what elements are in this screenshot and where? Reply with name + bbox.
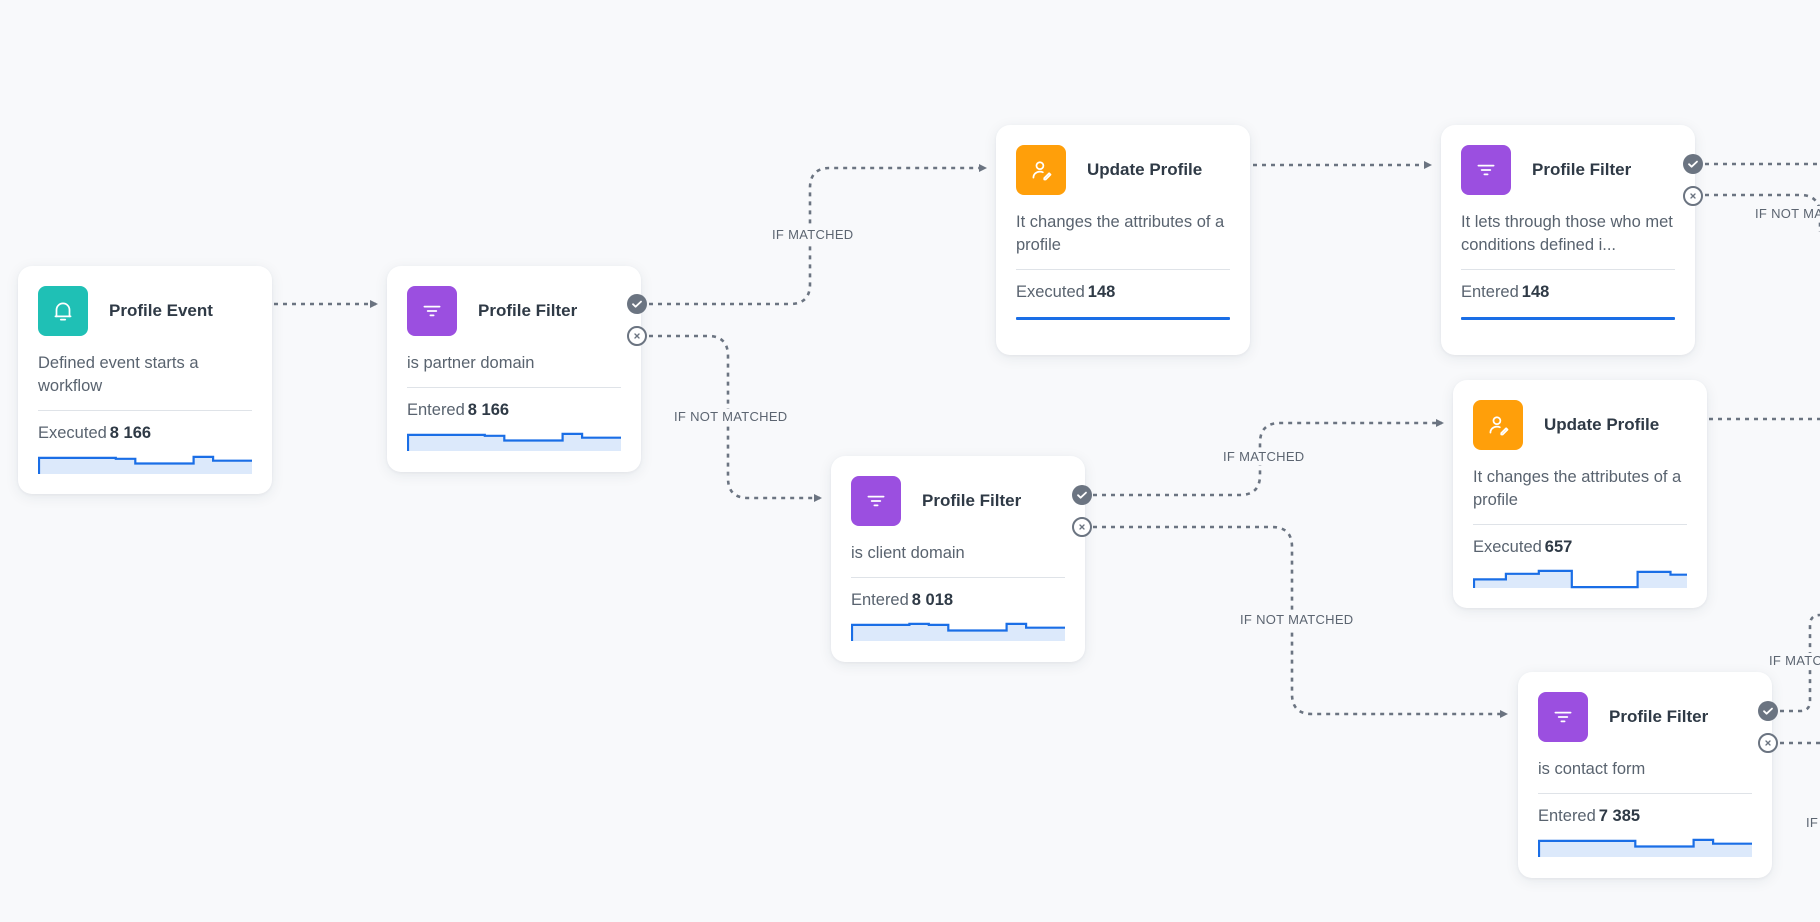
node-profile-event[interactable]: Profile Event Defined event starts a wor… — [18, 266, 272, 494]
stat-value: 148 — [1087, 283, 1116, 301]
node-title: Profile Filter — [1532, 160, 1632, 179]
activity-sparkline — [1473, 569, 1687, 589]
divider — [1461, 269, 1675, 270]
filter-icon — [851, 476, 901, 526]
label-if-not-matched-client: IF NOT MATCHED — [1237, 612, 1357, 628]
sparkline-line — [38, 455, 252, 474]
node-title: Update Profile — [1544, 415, 1660, 434]
not-matched-port[interactable] — [1683, 186, 1703, 206]
sparkline-line — [407, 432, 621, 451]
sparkline-line — [1538, 838, 1752, 857]
stat-value: 8 166 — [467, 401, 510, 419]
node-title: Update Profile — [1087, 160, 1203, 179]
activity-sparkline — [851, 622, 1065, 641]
node-description: is partner domain — [407, 354, 535, 372]
matched-port[interactable] — [627, 294, 647, 314]
sparkline-area — [408, 433, 621, 451]
bell-icon — [38, 286, 88, 336]
node-title: Profile Event — [109, 301, 213, 320]
activity-sparkline — [407, 432, 621, 451]
stat-value: 8 018 — [911, 591, 954, 609]
sparkline-line — [1473, 569, 1687, 589]
node-description: It changes the attributes of a profile — [1016, 213, 1225, 254]
matched-port[interactable] — [1758, 701, 1778, 721]
user-edit-icon — [1016, 145, 1066, 195]
not-matched-port[interactable] — [1758, 733, 1778, 753]
stat-value: 7 385 — [1598, 807, 1641, 825]
node-description: It changes the attributes of a profile — [1473, 468, 1682, 509]
sparkline-line — [851, 622, 1065, 641]
node-description: It lets through those who met conditions… — [1461, 213, 1673, 254]
divider — [1538, 793, 1752, 794]
user-edit-icon — [1473, 400, 1523, 450]
node-title: Profile Filter — [1609, 707, 1709, 726]
divider — [407, 387, 621, 388]
stat-label: Executed — [38, 424, 107, 442]
stat-label: Entered — [1538, 807, 1596, 825]
label-if-not-matched-partner: IF NOT MATCHED — [671, 409, 791, 425]
matched-port[interactable] — [1683, 154, 1703, 174]
divider — [1016, 269, 1230, 270]
node-filter-partner-domain[interactable]: Profile Filter is partner domain Entered… — [387, 266, 641, 472]
node-update-profile-top[interactable]: Update Profile It changes the attributes… — [996, 125, 1250, 355]
label-if-contact: IF — [1803, 815, 1820, 831]
stat-value: 8 166 — [109, 424, 152, 442]
sparkline-area — [1474, 570, 1687, 588]
sparkline-area — [39, 456, 252, 474]
node-description: is contact form — [1538, 760, 1646, 778]
not-matched-port[interactable] — [627, 326, 647, 346]
node-description: is client domain — [851, 544, 965, 562]
label-if-matched-client: IF MATCHED — [1220, 449, 1308, 465]
filter-icon — [1461, 145, 1511, 195]
stat-label: Executed — [1473, 538, 1542, 556]
stat-label: Executed — [1016, 283, 1085, 301]
sparkline-area — [1539, 839, 1752, 857]
activity-sparkline — [38, 455, 252, 474]
matched-port[interactable] — [1072, 485, 1092, 505]
activity-sparkline — [1461, 317, 1675, 320]
stat-label: Entered — [851, 591, 909, 609]
divider — [38, 410, 252, 411]
stat-label: Entered — [407, 401, 465, 419]
filter-icon — [1538, 692, 1588, 742]
label-if-matched-contact: IF MATC — [1766, 653, 1820, 669]
activity-sparkline — [1016, 317, 1230, 320]
stat-value: 148 — [1521, 283, 1550, 301]
stat-label: Entered — [1461, 283, 1519, 301]
node-update-profile-mid[interactable]: Update Profile It changes the attributes… — [1453, 380, 1707, 608]
node-title: Profile Filter — [478, 301, 578, 320]
filter-icon — [407, 286, 457, 336]
divider — [851, 577, 1065, 578]
label-if-matched-partner: IF MATCHED — [769, 227, 857, 243]
not-matched-port[interactable] — [1072, 517, 1092, 537]
node-title: Profile Filter — [922, 491, 1022, 510]
sparkline-area — [852, 623, 1065, 641]
stat-value: 657 — [1544, 538, 1573, 556]
label-if-not-matched-topright: IF NOT MAT — [1752, 206, 1820, 222]
node-filter-top-right[interactable]: Profile Filter It lets through those who… — [1441, 125, 1695, 355]
node-description: Defined event starts a workflow — [38, 354, 199, 395]
activity-sparkline — [1538, 838, 1752, 857]
divider — [1473, 524, 1687, 525]
